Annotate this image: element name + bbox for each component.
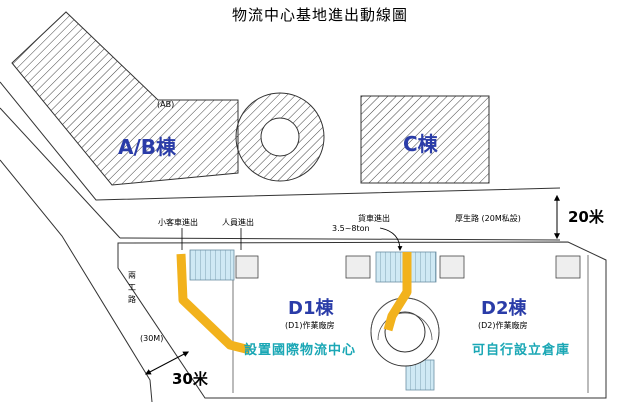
west-dimension: 30米 [172,370,208,388]
ab-building-name: A/B棟 [118,135,177,159]
car-route [176,253,252,355]
west-road-width: (30M) [140,334,164,343]
page-title: 物流中心基地進出動線圖 [231,6,408,24]
ramp-west-steps [190,250,234,280]
d1-note: 設置國際物流中心 [244,343,357,358]
west-road-label: 兩 工 路 [128,271,136,304]
core-center-right [439,255,465,279]
truck-route [383,252,412,332]
d-building [117,241,607,399]
road-edge-north [0,107,121,239]
d1-sub: (D1)作業廠房 [285,321,335,330]
ab-building [11,11,239,186]
car-entrance-label: 小客車進出 [158,218,198,227]
c-building [360,95,490,184]
dim-west-line [144,351,190,375]
site-boundary-upper [0,81,561,201]
ab-courtyard [260,117,300,157]
truck-leader [379,227,403,251]
people-entrance-label: 人員進出 [222,218,254,227]
road-edge-north-2 [119,237,561,241]
d2-note: 可自行設立倉庫 [472,343,571,358]
core-east [555,255,581,279]
core-center-left [345,255,371,279]
d1-name: D1棟 [288,298,334,319]
road-edge-west [0,159,153,402]
truck-entrance-label: 貨車進出 [358,214,390,223]
core-west [235,255,259,279]
ab-tag: (AB) [157,100,175,109]
spiral-ramp-inner [384,311,426,353]
north-dimension: 20米 [568,208,604,226]
d2-name: D2棟 [481,298,527,319]
d2-sub: (D2)作業廠房 [478,321,528,330]
c-building-name: C棟 [403,132,438,156]
north-road-label: 厚生路 (20M私設) [455,214,521,223]
truck-weight-label: 3.5~8ton [332,224,370,233]
